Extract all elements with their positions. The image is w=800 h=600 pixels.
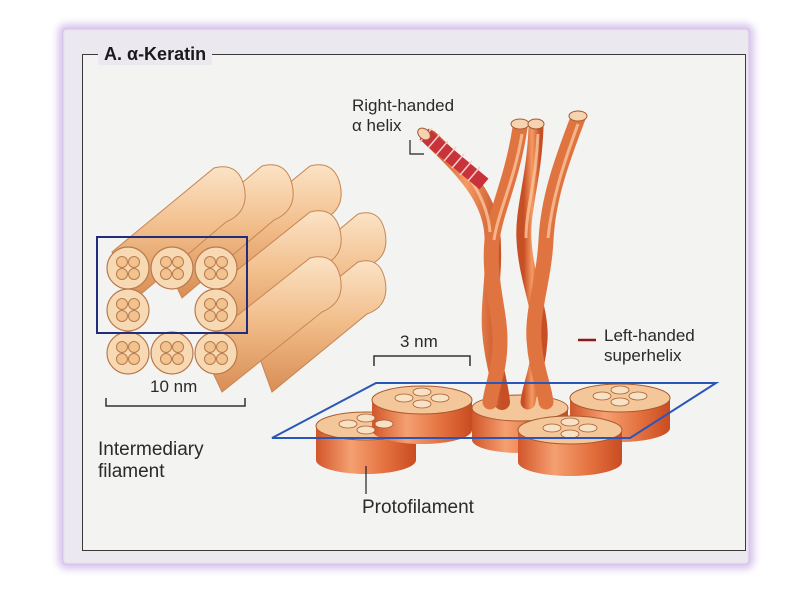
label-right-handed: Right-handed (352, 96, 455, 115)
label-alpha-helix: α helix (352, 116, 402, 135)
label-protofilament: Protofilament (362, 497, 474, 518)
three-nm-bracket (373, 355, 471, 366)
cross-section-box (96, 236, 248, 334)
superhelix-strands (417, 110, 588, 410)
ten-nm-bracket (105, 398, 246, 407)
figure-panel (82, 54, 746, 551)
label-intermediary: Intermediary (98, 439, 204, 460)
cross-section-plane (271, 382, 720, 439)
label-ten-nm: 10 nm (150, 377, 198, 396)
label-three-nm: 3 nm (400, 332, 438, 351)
label-left-handed: Left-handed (604, 326, 695, 345)
figure-title: A. α-Keratin (98, 43, 213, 65)
label-filament: filament (98, 461, 165, 482)
intermediary-filament-bundle (96, 164, 387, 393)
label-superhelix: superhelix (604, 346, 682, 365)
alpha-helix-leader (409, 140, 424, 155)
